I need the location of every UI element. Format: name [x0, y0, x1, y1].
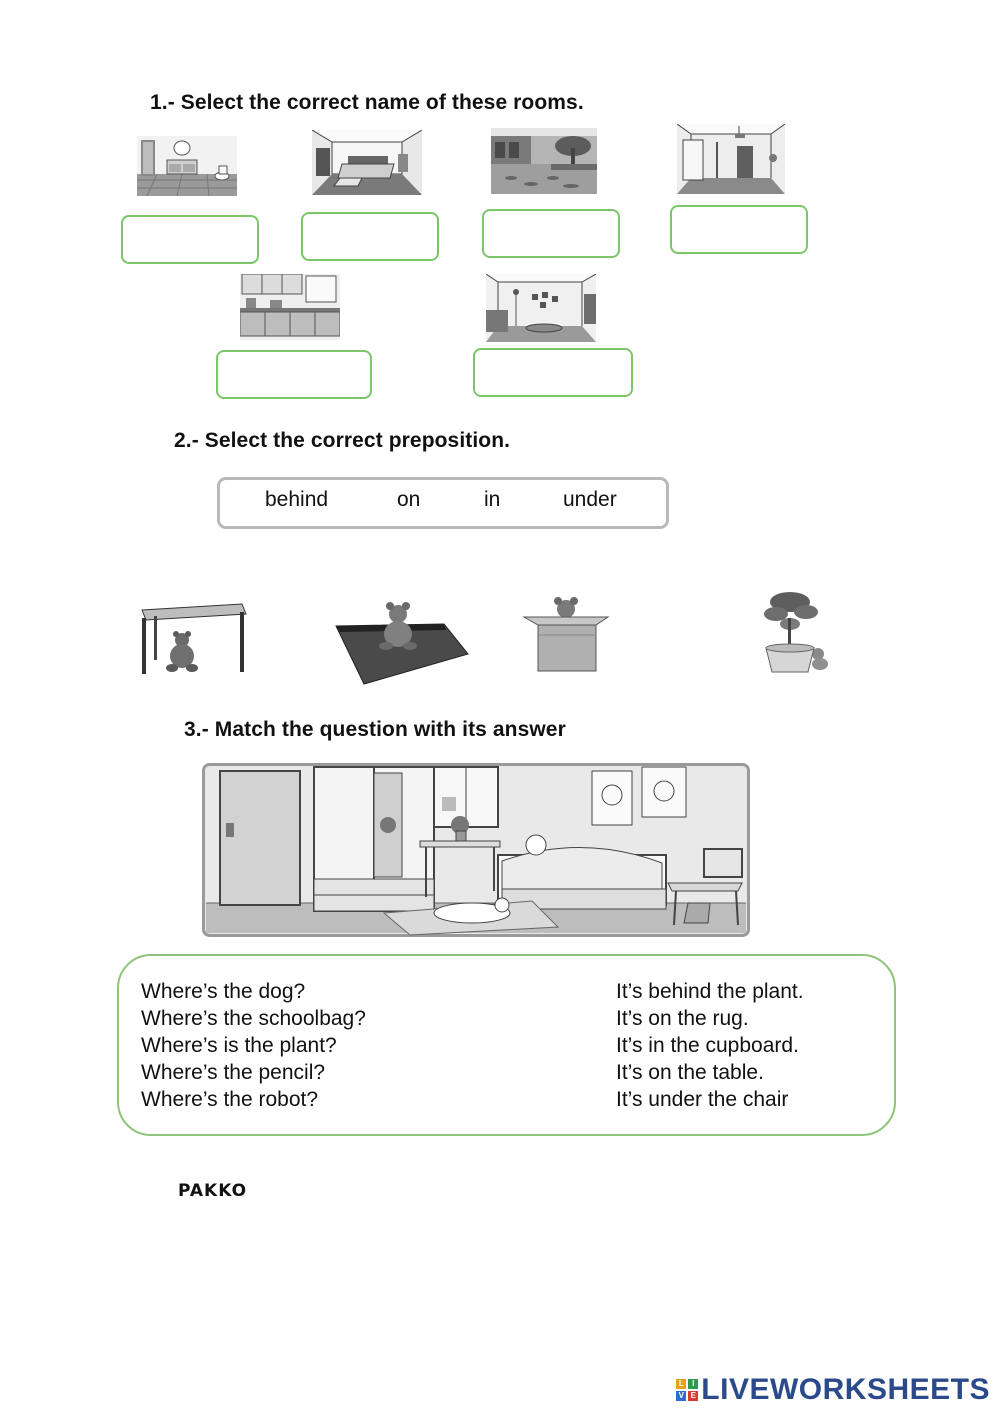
section3-heading: 3.- Match the question with its answer	[184, 718, 566, 741]
question-1: Where’s the dog?	[141, 980, 306, 1003]
answer-2: It’s on the rug.	[616, 1007, 749, 1030]
teddy-in-box-picture	[522, 595, 612, 675]
room-answer-box-3[interactable]	[482, 209, 620, 258]
bathroom-picture	[137, 136, 237, 196]
section2-heading: 2.- Select the correct preposition.	[174, 429, 511, 452]
teddy-on-rug-picture	[334, 598, 470, 686]
room-answer-box-1[interactable]	[121, 215, 259, 264]
answer-1: It’s behind the plant.	[616, 980, 804, 1003]
room-answer-box-4[interactable]	[670, 205, 808, 254]
word-under: under	[563, 488, 617, 511]
question-4: Where’s the pencil?	[141, 1061, 326, 1084]
logo-letter-l: L	[676, 1379, 687, 1389]
liveworksheets-logo: L I V E LIVEWORKSHEETS	[676, 1373, 990, 1407]
room-answer-box-2[interactable]	[301, 212, 439, 261]
answer-4: It’s on the table.	[616, 1061, 764, 1084]
word-behind: behind	[265, 488, 329, 511]
section1-heading: 1.- Select the correct name of these roo…	[150, 91, 584, 114]
room-answer-box-6[interactable]	[473, 348, 633, 397]
kitchen-picture	[240, 274, 340, 340]
question-2: Where’s the schoolbag?	[141, 1007, 366, 1030]
teddy-behind-plant-picture	[752, 584, 832, 676]
question-5: Where’s the robot?	[141, 1088, 319, 1111]
room-answer-box-5[interactable]	[216, 350, 372, 399]
author-signature: PAKKO	[178, 1181, 248, 1201]
answer-5: It’s under the chair	[616, 1088, 789, 1111]
logo-letter-v: V	[676, 1391, 687, 1401]
word-on: on	[397, 488, 421, 511]
word-in: in	[484, 488, 501, 511]
logo-letter-i: I	[688, 1379, 699, 1389]
word-bank: behind on in under	[217, 477, 669, 529]
liveworksheets-brand-text: LIVEWORKSHEETS	[701, 1373, 990, 1406]
teddy-under-table-picture	[138, 600, 250, 680]
bedroom-scene-picture	[202, 763, 750, 937]
answer-3: It’s in the cupboard.	[616, 1034, 799, 1057]
garden-picture	[491, 128, 597, 194]
liveworksheets-logo-icon: L I V E	[676, 1379, 699, 1401]
logo-letter-e: E	[688, 1391, 699, 1401]
question-3: Where’s is the plant?	[141, 1034, 337, 1057]
bedroom-picture	[312, 130, 422, 195]
hall-picture	[677, 124, 785, 194]
living-room-picture	[486, 274, 596, 342]
match-box: Where’s the dog? Where’s the schoolbag? …	[117, 954, 896, 1136]
